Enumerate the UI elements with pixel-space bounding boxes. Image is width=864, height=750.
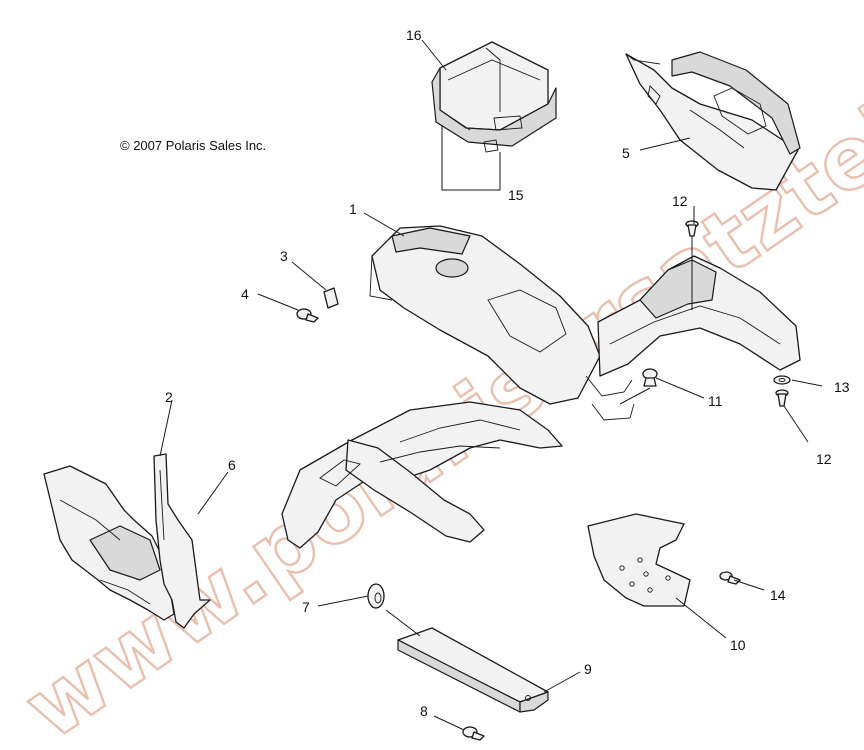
callout-labels: 16 5 15 12 1 3 4 2 11 13 12 6 14 7 10 9 … [165,27,850,719]
part-16-headlight-pod [431,41,557,147]
part-15-clips [441,126,501,191]
callout-14: 14 [770,587,786,603]
callout-10: 10 [730,637,746,653]
part-12-screw-bottom [775,389,789,407]
callout-2: 2 [165,389,173,405]
callout-12-top: 12 [672,193,688,209]
part-9-heat-shield [397,627,549,713]
callout-5: 5 [622,145,630,161]
part-5-rear-shroud [625,51,801,191]
part-13-washer [773,375,791,385]
part-2-side-panel [43,465,175,621]
part-14-screw [719,571,741,585]
callout-13: 13 [834,379,850,395]
callout-3: 3 [280,248,288,264]
callout-7: 7 [302,599,310,615]
callout-12-bottom: 12 [816,451,832,467]
callout-4: 4 [241,286,249,302]
part-10-guard-plate [587,513,691,607]
copyright-text: © 2007 Polaris Sales Inc. [120,138,266,153]
callout-6: 6 [228,457,236,473]
part-7-clip [367,583,385,609]
part-4-push-rivet [296,308,319,323]
callout-8: 8 [420,703,428,719]
callout-9: 9 [584,661,592,677]
callout-11: 11 [708,393,723,409]
part-1-main-body [281,225,801,549]
callout-1: 1 [349,201,357,217]
callout-15: 15 [508,187,524,203]
part-3-clip-nut [323,287,339,309]
part-6-splash-guard [153,453,211,629]
leader-lines [159,39,823,731]
part-11-grommet [642,368,658,387]
part-8-push-rivet [462,726,485,741]
part-12-screw-top [685,220,699,237]
callout-16: 16 [406,27,422,43]
